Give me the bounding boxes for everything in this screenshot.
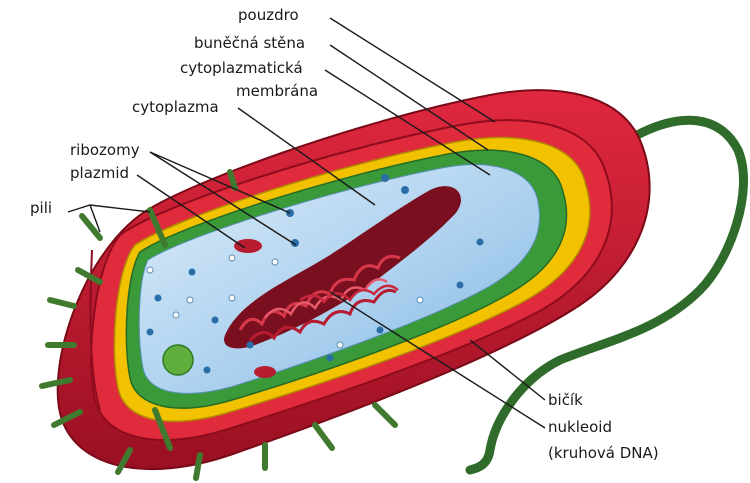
label-nucleoid-line1: nukleoid <box>548 418 612 436</box>
plasmid <box>234 239 262 253</box>
label-plasmid: plazmid <box>70 164 129 182</box>
label-membrane-line1: cytoplazmatická <box>180 59 303 77</box>
label-membrane-line2: membrána <box>236 82 318 100</box>
label-cytoplasm: cytoplazma <box>132 98 219 116</box>
label-ribosomes: ribozomy <box>70 141 140 159</box>
label-cell-wall: buněčná stěna <box>194 34 305 52</box>
label-pili: pili <box>30 199 52 217</box>
granule <box>163 345 193 375</box>
label-flagellum: bičík <box>548 391 583 409</box>
label-nucleoid-line2: (kruhová DNA) <box>548 444 659 462</box>
plasmid-2 <box>254 366 276 378</box>
label-capsule: pouzdro <box>238 6 299 24</box>
